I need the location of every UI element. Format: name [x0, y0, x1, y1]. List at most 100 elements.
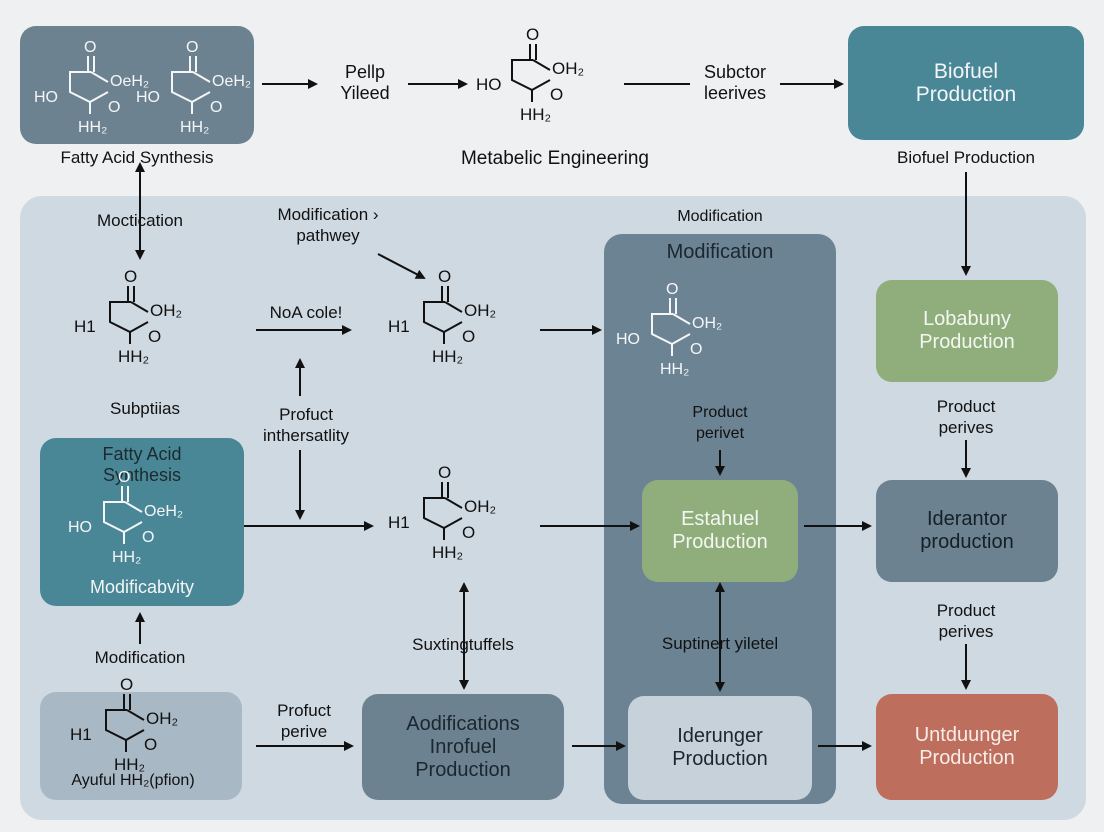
- product-perives-label-2: Product perives: [936, 601, 996, 641]
- molecule-right-4: OH₂: [464, 301, 496, 320]
- molecule-o-4: O: [438, 267, 451, 286]
- molecule-o2-8: O: [144, 735, 157, 754]
- molecule-right-5: OH₂: [692, 315, 722, 332]
- molecule-o2-4: O: [462, 327, 475, 346]
- iderunger-production-box[interactable]: Iderunger Production: [628, 696, 812, 800]
- molecule-hh2-7: HH₂: [112, 549, 141, 566]
- subptiias-label: Subptiias: [110, 399, 180, 418]
- profuct-inthersatlity-label: Profuct inthersatlity: [263, 405, 349, 445]
- molecule-o-0: O: [84, 39, 96, 56]
- molecule-o2-5: O: [690, 341, 702, 358]
- molecule-left-5: HO: [616, 331, 640, 348]
- molecule-bonds-2: [511, 59, 551, 102]
- molecule-right-2: OH₂: [552, 59, 584, 78]
- iderantor-production-box[interactable]: Iderantor production: [876, 480, 1058, 582]
- fatty-acid-synthesis-caption: Fatty Acid Synthesis: [60, 148, 214, 167]
- molecule-bonds-8: [105, 709, 145, 752]
- molecule-hh2-4: HH₂: [432, 347, 463, 366]
- noa-cole-label: NoA cole!: [269, 303, 343, 322]
- aodifications-box[interactable]: Aodifications Inrofuel Production: [362, 694, 564, 800]
- estahuel-production-box[interactable]: Estahuel Production: [642, 480, 798, 582]
- modificabvity-label: Modificabvity: [89, 577, 195, 597]
- molecule-o2-3: O: [148, 327, 161, 346]
- ayuful-box[interactable]: [40, 692, 242, 800]
- molecule-right-3: OH₂: [150, 301, 182, 320]
- ayuful-label: Ayuful HH₂(pfion): [71, 772, 195, 789]
- lobabuny-text: Lobabuny Production: [919, 308, 1015, 353]
- modification-column-title: Modification: [666, 241, 774, 263]
- biofuel-production-text: Biofuel Production: [915, 60, 1017, 106]
- arrow-pathway: [377, 253, 426, 279]
- molecule-carbonyl-8: [123, 694, 131, 710]
- molecule-left-0: HO: [34, 89, 58, 106]
- molecule-o2-0: O: [108, 99, 120, 116]
- molecule-right-8: OH₂: [146, 709, 178, 728]
- modification-header: Modification: [677, 208, 763, 225]
- molecule-bonds-6: [423, 497, 463, 540]
- molecule-carbonyl-4: [441, 286, 449, 302]
- molecule-hh2-8: HH₂: [114, 755, 145, 774]
- molecule-hh2-0: HH₂: [78, 119, 107, 136]
- molecule-carbonyl-2: [529, 44, 537, 60]
- metabolic-engineering-caption: Metabelic Engineering: [460, 148, 649, 169]
- profuct-perive-label: Profuct perive: [277, 701, 331, 741]
- subctor-leerives-label: Subctor leerives: [703, 62, 767, 103]
- molecule-o-8: O: [120, 675, 133, 694]
- molecule-carbonyl-6: [441, 482, 449, 498]
- molecule-hh2-3: HH₂: [118, 347, 149, 366]
- fatty-acid-synthesis-box[interactable]: [20, 26, 254, 144]
- molecule-carbonyl-5: [669, 298, 677, 314]
- molecule-right-6: OH₂: [464, 497, 496, 516]
- iderantor-text: Iderantor production: [920, 508, 1014, 553]
- molecule-bonds-5: [651, 313, 691, 356]
- molecule-bonds-0: [69, 71, 109, 114]
- molecule-bonds-1: [171, 71, 211, 114]
- molecule-hh2-2: HH₂: [520, 105, 551, 124]
- estahuel-text: Estahuel Production: [672, 508, 768, 553]
- untduunger-text: Untduunger Production: [914, 724, 1020, 769]
- molecule-structures: OHOOeH₂OHH₂OHOOeH₂OHH₂OHOOH₂OHH₂OH1OH₂OH…: [34, 25, 722, 774]
- fatty-acid-synthesis-teal-box[interactable]: Fatty Acid Synthesis: [40, 438, 244, 606]
- molecule-carbonyl-0: [87, 56, 95, 72]
- molecule-left-2: HO: [476, 75, 502, 94]
- molecule-right-7: OeH₂: [144, 503, 183, 520]
- fa-box-title: Fatty Acid Synthesis: [102, 444, 182, 485]
- molecule-left-7: HO: [68, 519, 92, 536]
- molecule-o-6: O: [438, 463, 451, 482]
- pellp-yileed-label: Pellp Yileed: [340, 62, 390, 103]
- biofuel-production-caption: Biofuel Production: [897, 148, 1035, 167]
- modification-pathway-label: Modification › pathwey: [277, 205, 379, 245]
- molecule-o2-2: O: [550, 85, 563, 104]
- product-perivet-label: Product perivet: [692, 404, 748, 442]
- molecule-o2-6: O: [462, 523, 475, 542]
- molecule-right-0: OeH₂: [110, 73, 149, 90]
- biofuel-production-box[interactable]: Biofuel Production: [848, 26, 1084, 140]
- molecule-o-2: O: [526, 25, 539, 44]
- untduunger-production-box[interactable]: Untduunger Production: [876, 694, 1058, 800]
- molecule-o-3: O: [124, 267, 137, 286]
- molecule-o-1: O: [186, 39, 198, 56]
- molecule-o-7: O: [118, 469, 130, 486]
- molecule-right-1: OeH₂: [212, 73, 251, 90]
- molecule-carbonyl-1: [189, 56, 197, 72]
- molecule-bonds-4: [423, 301, 463, 344]
- iderunger-text: Iderunger Production: [672, 725, 768, 770]
- molecule-hh2-5: HH₂: [660, 361, 689, 378]
- molecule-bonds-7: [103, 501, 143, 544]
- molecule-o-5: O: [666, 281, 678, 298]
- molecule-carbonyl-3: [127, 286, 135, 302]
- molecule-left-6: H1: [388, 513, 410, 532]
- molecule-carbonyl-7: [121, 486, 129, 502]
- suptinert-yiletel-label: Suptinert yiletel: [661, 634, 779, 653]
- aodifications-text: Aodifications Inrofuel Production: [406, 712, 520, 781]
- molecule-hh2-6: HH₂: [432, 543, 463, 562]
- molecule-hh2-1: HH₂: [180, 119, 209, 136]
- modification-left-label: Modification: [94, 648, 186, 667]
- molecule-o2-7: O: [142, 529, 154, 546]
- molecule-left-4: H1: [388, 317, 410, 336]
- lobabuny-production-box[interactable]: Lobabuny Production: [876, 280, 1058, 382]
- molecule-left-3: H1: [74, 317, 96, 336]
- molecule-left-1: HO: [136, 89, 160, 106]
- molecule-bonds-3: [109, 301, 149, 344]
